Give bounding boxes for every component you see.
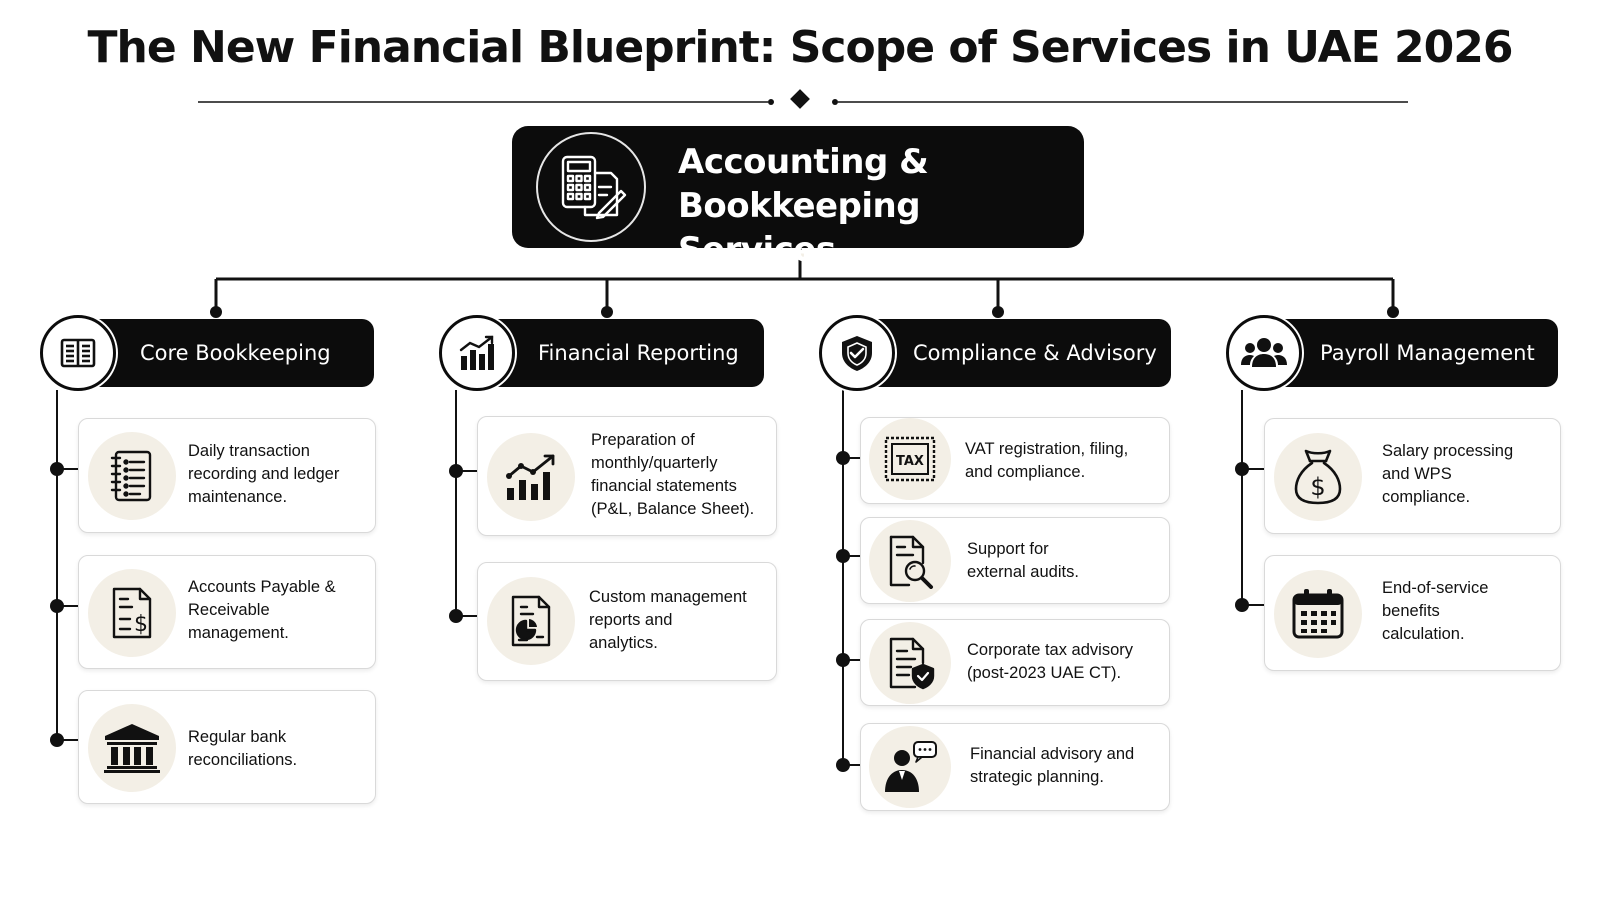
card-financial-statements: Preparation of monthly/quarterly financi…: [477, 416, 777, 536]
calendar-icon: [1274, 570, 1362, 658]
calculator-document-icon: [536, 132, 646, 242]
card-vat: TAX VAT registration, filing, and compli…: [860, 417, 1170, 504]
root-title: Accounting & Bookkeeping Services: [678, 142, 929, 270]
category-label: Compliance & Advisory: [913, 341, 1157, 365]
card-text: Daily transaction recording and ledger m…: [188, 442, 340, 506]
root-node: Accounting & Bookkeeping Services: [512, 126, 1084, 270]
advisor-speech-icon: [869, 726, 951, 808]
card-corporate-tax: Corporate tax advisory (post-2023 UAE CT…: [860, 619, 1170, 706]
svg-text:$: $: [134, 612, 148, 637]
card-text: Salary processing and WPS compliance.: [1382, 442, 1514, 506]
document-magnifier-icon: [869, 520, 951, 602]
document-shield-icon: [869, 622, 951, 704]
card-salary-processing: $ Salary processing and WPS compliance.: [1264, 418, 1561, 534]
ledger-notebook-icon: [88, 432, 176, 520]
card-daily-transactions: Daily transaction recording and ledger m…: [78, 418, 376, 533]
tax-stamp-icon: TAX: [869, 418, 951, 500]
money-bag-icon: $: [1274, 433, 1362, 521]
category-label: Core Bookkeeping: [140, 341, 331, 365]
tax-stamp-label: TAX: [896, 454, 924, 469]
book-icon: [40, 315, 116, 391]
card-text: Regular bank reconciliations.: [188, 728, 298, 769]
card-management-reports: Custom management reports and analytics.: [477, 562, 777, 681]
card-text: End-of-service benefits calculation.: [1382, 579, 1489, 643]
shield-check-icon: [819, 315, 895, 391]
category-label: Payroll Management: [1320, 341, 1535, 365]
page-title: The New Financial Blueprint: Scope of Se…: [87, 22, 1514, 73]
svg-text:$: $: [1310, 473, 1325, 501]
people-group-icon: [1226, 315, 1302, 391]
card-bank-reconciliations: Regular bank reconciliations.: [78, 690, 376, 804]
category-payroll-management: Payroll Management: [1258, 319, 1558, 387]
card-text: Financial advisory and strategic plannin…: [970, 745, 1135, 786]
card-text: Support for external audits.: [967, 540, 1079, 581]
card-accounts-payable: $ Accounts Payable & Receivable manageme…: [78, 555, 376, 669]
category-label: Financial Reporting: [538, 341, 739, 365]
category-financial-reporting: Financial Reporting: [471, 319, 764, 387]
growth-chart-icon: [487, 433, 575, 521]
bar-chart-icon: [439, 315, 515, 391]
category-core-bookkeeping: Core Bookkeeping: [78, 319, 374, 387]
category-compliance-advisory: Compliance & Advisory: [853, 319, 1171, 387]
card-text: Custom management reports and analytics.: [589, 588, 747, 652]
card-external-audits: Support for external audits.: [860, 517, 1170, 604]
card-text: Corporate tax advisory (post-2023 UAE CT…: [967, 641, 1133, 682]
card-financial-advisory: Financial advisory and strategic plannin…: [860, 723, 1170, 811]
card-text: Preparation of monthly/quarterly financi…: [591, 431, 755, 518]
card-text: VAT registration, filing, and compliance…: [965, 440, 1129, 481]
invoice-dollar-icon: $: [88, 569, 176, 657]
card-text: Accounts Payable & Receivable management…: [188, 578, 336, 642]
report-pie-chart-icon: [487, 577, 575, 665]
bank-icon: [88, 704, 176, 792]
card-end-of-service: End-of-service benefits calculation.: [1264, 555, 1561, 671]
